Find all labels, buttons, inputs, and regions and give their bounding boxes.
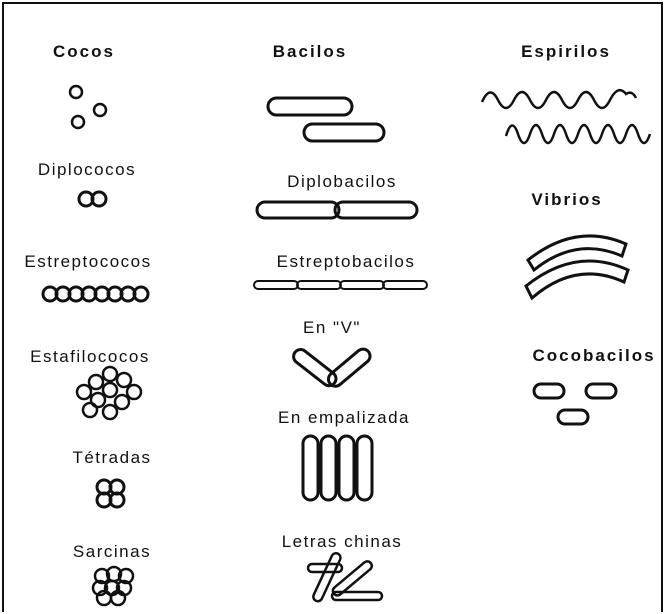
letras-chinas-label: Letras chinas [281, 532, 403, 551]
cocos-illustration [68, 84, 108, 130]
diplobacilos-illustration [255, 200, 419, 220]
cocobacilos-illustration [532, 382, 618, 426]
espirilos-illustration [480, 88, 652, 145]
sarcinas-label: Sarcinas [72, 542, 152, 561]
estreptococos-label: Estreptococos [24, 252, 152, 271]
estreptobacilos-illustration [253, 280, 428, 290]
letras-chinas-illustration [306, 551, 384, 603]
en-empalizada-illustration [301, 434, 374, 502]
espirilos-header: Espirilos [521, 42, 611, 61]
estafilococos-illustration [75, 365, 143, 421]
cocobacilos-header: Cocobacilos [532, 346, 656, 365]
vibrios-header: Vibrios [531, 190, 603, 209]
en-v-illustration [292, 347, 372, 388]
tetradas-illustration [95, 478, 126, 509]
diplobacilos-label: Diplobacilos [287, 172, 397, 191]
bacilos-illustration [266, 96, 386, 143]
estreptococos-illustration [41, 285, 150, 303]
cocos-header: Cocos [53, 42, 115, 61]
vibrios-illustration [524, 234, 630, 301]
tetradas-label: Tétradas [72, 448, 152, 467]
en-empalizada-label: En empalizada [278, 408, 410, 427]
bacilos-header: Bacilos [272, 42, 348, 61]
estreptobacilos-label: Estreptobacilos [276, 252, 416, 271]
sarcinas-illustration [91, 565, 135, 607]
diplococos-illustration [77, 190, 108, 208]
en-v-label: En "V" [303, 318, 361, 337]
estafilococos-label: Estafilococos [30, 347, 150, 366]
diplococos-label: Diplococos [37, 160, 137, 179]
